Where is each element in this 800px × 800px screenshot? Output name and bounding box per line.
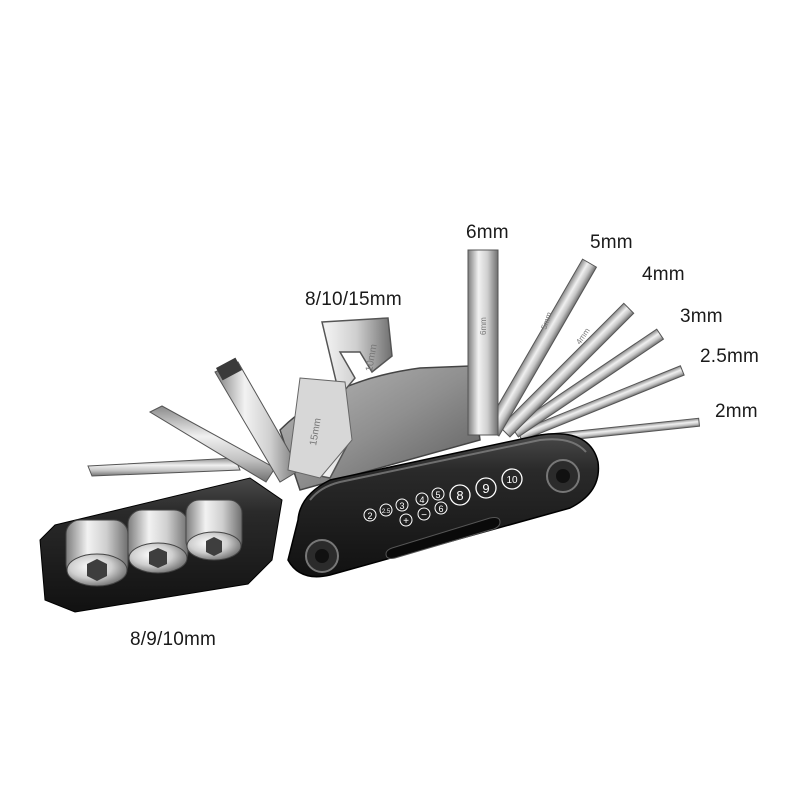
socket-9mm (127, 509, 189, 574)
handle-size-markings: 2 2.5 3 4 5 + − 6 8 9 10 (363, 468, 523, 527)
marking-2: 2 (367, 511, 372, 521)
label-hex-5mm: 5mm (590, 232, 633, 253)
socket-10mm (185, 499, 243, 561)
label-socket-sizes: 8/9/10mm (130, 629, 217, 650)
flat-screwdriver-blade (87, 457, 241, 477)
label-hex-4mm: 4mm (642, 264, 685, 285)
label-hex-3mm: 3mm (680, 306, 723, 327)
label-hex-2-5mm: 2.5mm (700, 346, 760, 367)
marking-2-5: 2.5 (382, 509, 391, 515)
handle-bevel (309, 438, 587, 501)
hex-key-4mm (499, 302, 635, 438)
marking-6: 6 (438, 504, 443, 514)
marking-5: 5 (435, 490, 440, 500)
screwdriver-set (87, 357, 301, 483)
marking-3: 3 (399, 501, 404, 511)
marking-plus: + (403, 516, 409, 527)
label-wrench-sizes: 8/10/15mm (305, 289, 402, 310)
marking-socket-10: 10 (506, 475, 518, 486)
label-hex-2mm: 2mm (715, 401, 758, 422)
wrench-marking-10mm: 10mm (364, 343, 380, 372)
marking-minus: − (421, 510, 427, 521)
marking-4: 4 (419, 495, 424, 505)
tool-handle (287, 433, 600, 578)
socket-8mm (65, 519, 129, 587)
handle-slot (385, 517, 501, 559)
wrench-plate: 15mm 10mm (287, 317, 393, 479)
hex-key-set: 6mm 5mm 4mm (467, 249, 701, 445)
pivot-bolt-right (546, 459, 580, 493)
marking-socket-9: 9 (482, 481, 489, 496)
marking-socket-8: 8 (456, 488, 463, 503)
hex-key-6mm-marking: 6mm (479, 317, 488, 335)
screwdriver-tip-cap (216, 357, 242, 381)
wrench-marking-15mm: 15mm (308, 417, 324, 446)
socket-set (65, 499, 243, 587)
pivot-bolt-left (305, 539, 339, 573)
hex-key-6mm (467, 249, 499, 436)
label-hex-6mm: 6mm (466, 222, 509, 243)
